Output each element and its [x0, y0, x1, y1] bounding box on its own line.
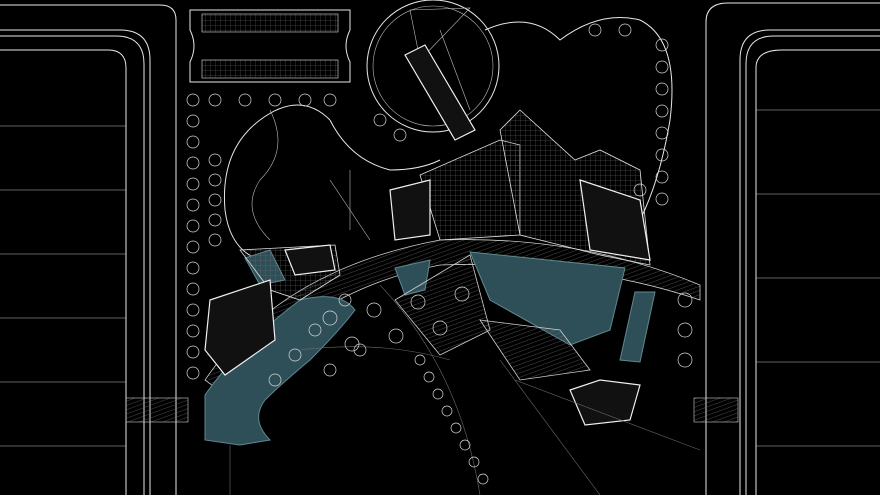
right-street-block	[693, 2, 880, 495]
tree-icon	[323, 93, 337, 107]
tree-icon	[393, 128, 407, 142]
tree-icon	[655, 126, 669, 140]
tree-icon	[208, 153, 222, 167]
tree-icon	[288, 348, 302, 362]
tree-icon	[366, 302, 382, 318]
tree-icon	[186, 345, 200, 359]
tree-icon	[186, 219, 200, 233]
circular-pavilion	[366, 0, 500, 133]
tree-icon	[186, 324, 200, 338]
tree-icon	[186, 114, 200, 128]
parking-structure	[189, 9, 351, 83]
tree-icon	[208, 193, 222, 207]
tree-icon	[186, 366, 200, 380]
tree-icon	[423, 371, 435, 383]
tree-icon	[338, 293, 352, 307]
tree-icon	[353, 343, 367, 357]
tree-icon	[588, 23, 602, 37]
tree-icon	[208, 93, 222, 107]
tree-icon	[655, 104, 669, 118]
left-street-block	[0, 4, 189, 495]
tree-icon	[388, 328, 404, 344]
tree-icon	[655, 170, 669, 184]
tree-icon	[186, 93, 200, 107]
tree-icon	[308, 323, 322, 337]
tree-icon	[268, 373, 282, 387]
secondary-paths	[229, 284, 701, 495]
tree-icon	[186, 156, 200, 170]
tree-icon	[322, 310, 338, 326]
tree-icon	[208, 173, 222, 187]
tree-icon	[186, 198, 200, 212]
tree-icon	[454, 286, 470, 302]
tree-icon	[186, 135, 200, 149]
tree-icon	[298, 93, 312, 107]
tree-icon	[186, 240, 200, 254]
crosswalk-left	[125, 397, 189, 423]
tree-icon	[414, 354, 426, 366]
tree-icon	[655, 60, 669, 74]
tree-icon	[459, 439, 471, 451]
tree-icon	[618, 23, 632, 37]
tree-icon	[450, 422, 462, 434]
tree-icon	[268, 93, 282, 107]
tree-icon	[344, 336, 360, 352]
building-cluster-south	[394, 254, 641, 426]
tree-icon	[186, 303, 200, 317]
tree-icon	[655, 148, 669, 162]
garden-outline	[223, 17, 673, 261]
tree-icon	[468, 456, 480, 468]
tree-icon	[238, 93, 252, 107]
tree-icon	[208, 233, 222, 247]
tree-icon	[655, 192, 669, 206]
tree-layer	[186, 23, 693, 485]
tree-icon	[432, 320, 448, 336]
crosswalk-right	[693, 397, 739, 423]
tree-icon	[677, 352, 693, 368]
tree-icon	[655, 82, 669, 96]
tree-icon	[477, 473, 489, 485]
tree-icon	[410, 294, 426, 310]
tree-icon	[186, 282, 200, 296]
tree-icon	[186, 261, 200, 275]
tree-icon	[373, 113, 387, 127]
building-cluster-center	[389, 44, 651, 266]
tree-icon	[677, 292, 693, 308]
tree-icon	[655, 38, 669, 52]
tree-icon	[441, 405, 453, 417]
tree-icon	[633, 183, 647, 197]
building-cluster-west	[204, 244, 341, 376]
tree-icon	[432, 388, 444, 400]
tree-icon	[208, 213, 222, 227]
tree-icon	[677, 322, 693, 338]
tree-icon	[186, 177, 200, 191]
tree-icon	[323, 363, 337, 377]
